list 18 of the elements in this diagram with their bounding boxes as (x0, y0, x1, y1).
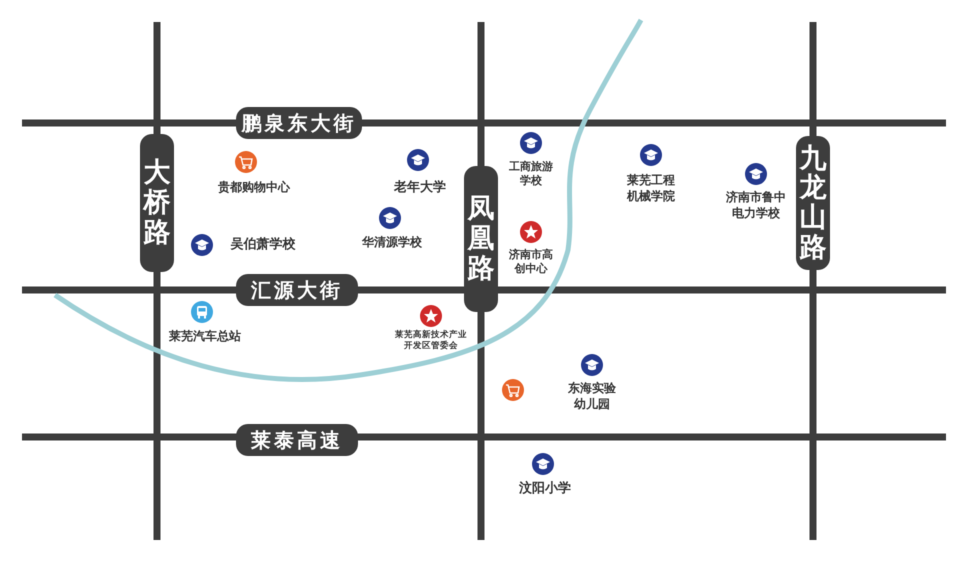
place-name: 莱芜工程机械学院 (626, 173, 676, 204)
place-name: 莱芜汽车总站 (168, 329, 242, 345)
place-name: 济南市高创中心 (508, 248, 554, 277)
place-name: 莱芜高新技术产业开发区管委会 (394, 330, 468, 352)
place-name: 汶阳小学 (518, 481, 572, 498)
road-name-badge: 莱泰高速 (236, 424, 358, 456)
place-name: 华清源学校 (361, 235, 423, 251)
place-name: 济南市鲁中电力学校 (725, 190, 787, 222)
road-name-badge: 大桥路 (140, 134, 174, 272)
road-name-badge: 汇源大街 (236, 274, 358, 306)
place-name: 老年大学 (392, 180, 447, 197)
road-name-badge: 九龙山路 (796, 136, 830, 270)
place-name: 东海实验幼儿园 (567, 381, 617, 412)
road-name-badge: 凤凰路 (464, 166, 498, 312)
place-name: 贵都购物中心 (217, 180, 292, 196)
road-name-badge: 鹏泉东大街 (236, 107, 362, 139)
place-name: 吴伯萧学校 (229, 237, 296, 254)
place-name: 工商旅游学校 (508, 160, 554, 189)
